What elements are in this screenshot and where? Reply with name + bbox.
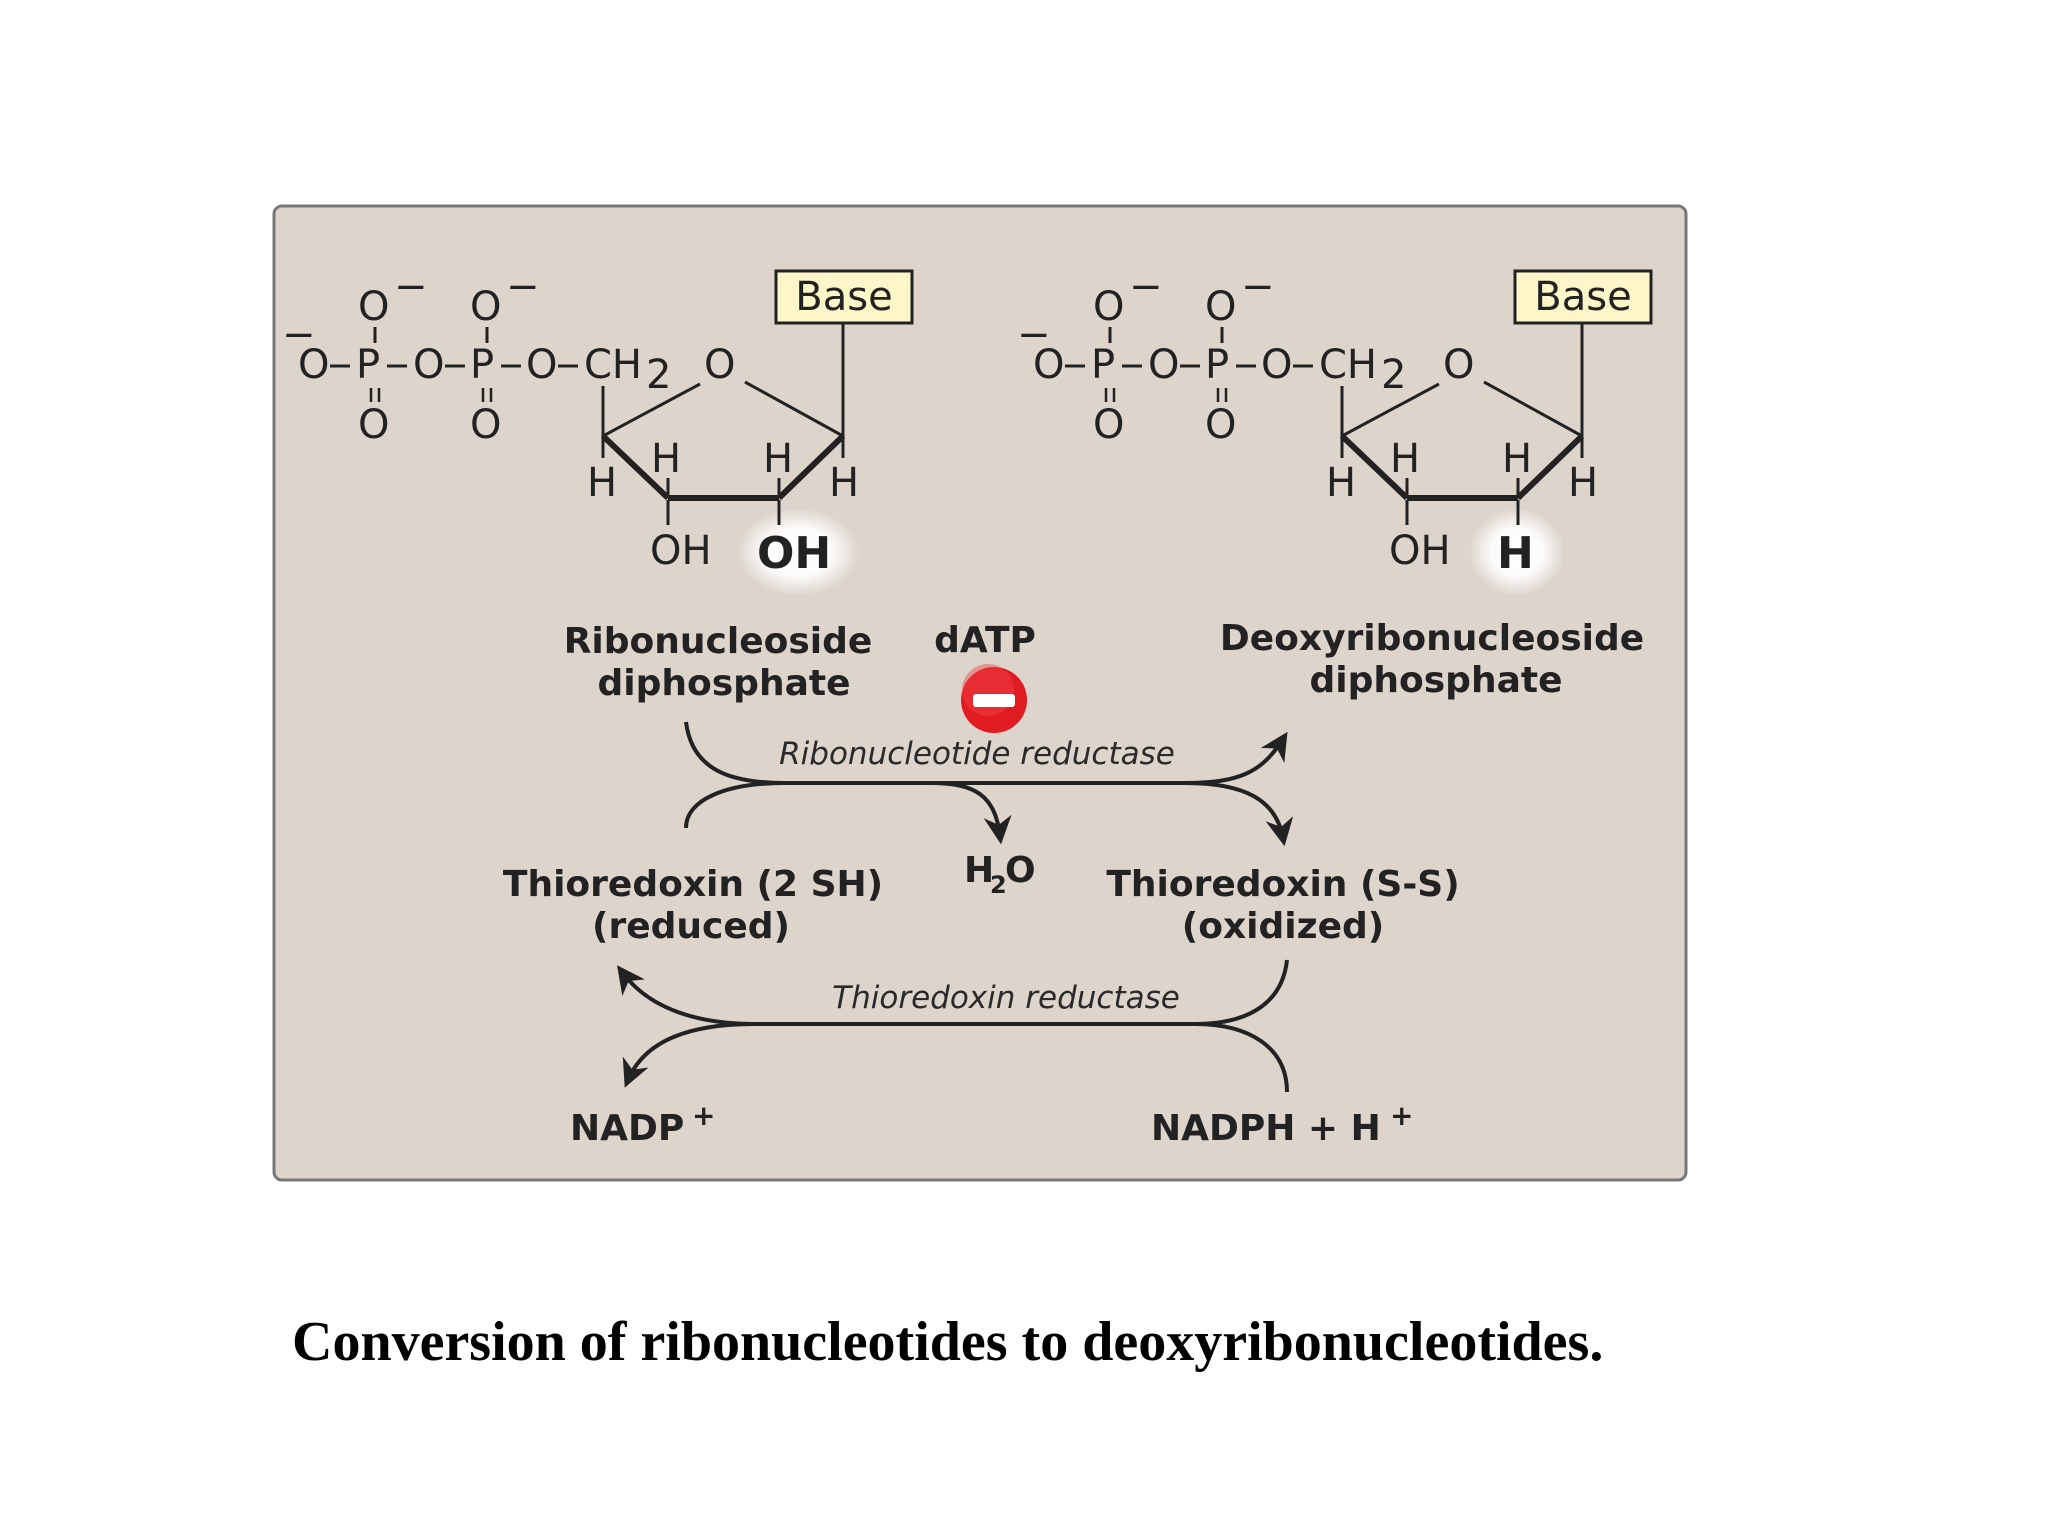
oxygen-label: O — [413, 342, 444, 388]
hydroxyl-3-label: OH — [650, 528, 712, 574]
hydrogen-label: H — [1390, 436, 1420, 482]
deoxyribonucleoside-name-line2: diphosphate — [1310, 660, 1563, 701]
hydroxyl-2-highlight-label: OH — [757, 528, 831, 579]
base-box — [1513, 269, 1653, 325]
water-label: H 2 O — [964, 850, 1036, 899]
svg-text:O: O — [1005, 850, 1036, 891]
phosphorus-label: P — [1091, 342, 1115, 388]
base-label: Base — [795, 274, 892, 320]
thioredoxin-reduced-line2: (reduced) — [592, 906, 790, 947]
minus-superscript: − — [1017, 312, 1051, 358]
oxygen-label: O — [1033, 342, 1064, 388]
deoxyribonucleoside-structure: O − O − − O P O P O CH 2 O O O H H — [1017, 264, 1653, 596]
thioredoxin-reductase-label: Thioredoxin reductase — [832, 980, 1180, 1016]
phosphorus-label: P — [1205, 342, 1229, 388]
minus-superscript: − — [1129, 264, 1163, 310]
minus-superscript: − — [506, 264, 540, 310]
inhibition-minus-icon — [961, 664, 1027, 733]
ribonucleotide-reductase-arrows — [684, 721, 1294, 847]
thioredoxin-reduced-line1: Thioredoxin (2 SH) — [503, 864, 883, 905]
o-minus-label: O — [358, 284, 389, 330]
hydrogen-label: H — [1502, 436, 1532, 482]
thioredoxin-reductase-arrows — [617, 959, 1289, 1093]
svg-text:NADPH + H: NADPH + H — [1151, 1108, 1381, 1149]
o-minus-label: O — [1093, 284, 1124, 330]
hydrogen-label: H — [763, 436, 793, 482]
oxygen-label: O — [1205, 402, 1236, 448]
hydroxyl-3-label: OH — [1389, 528, 1451, 574]
subscript-2: 2 — [1381, 352, 1406, 398]
svg-text:NADP: NADP — [570, 1108, 684, 1149]
oxygen-label: O — [358, 402, 389, 448]
hydrogen-label: H — [829, 460, 859, 506]
thioredoxin-oxidized-line2: (oxidized) — [1182, 906, 1384, 947]
ribonucleoside-name-line2: diphosphate — [598, 663, 851, 704]
minus-superscript: − — [1241, 264, 1275, 310]
oxygen-label: O — [1148, 342, 1179, 388]
minus-superscript: − — [394, 264, 428, 310]
phosphorus-label: P — [356, 342, 380, 388]
highlight-glow — [736, 508, 860, 596]
base-label: Base — [1534, 274, 1631, 320]
ribonucleoside-structure: O − O − − O P O P O CH 2 O O O H — [282, 264, 914, 596]
figure-caption: Conversion of ribonucleotides to deoxyri… — [292, 1311, 1604, 1373]
o-minus-label: O — [470, 284, 501, 330]
subscript-2: 2 — [646, 352, 671, 398]
oxygen-label: O — [470, 402, 501, 448]
oxygen-label: O — [526, 342, 557, 388]
highlight-glow — [1469, 508, 1565, 596]
nadp-label: NADP + — [570, 1099, 715, 1149]
hydrogen-label: H — [587, 460, 617, 506]
hydrogen-label: H — [1326, 460, 1356, 506]
ribonucleotide-reductase-label: Ribonucleotide reductase — [779, 736, 1175, 772]
ring-oxygen-label: O — [704, 342, 735, 388]
oxygen-label: O — [1093, 402, 1124, 448]
ch2-label: CH — [1319, 342, 1377, 388]
base-box — [774, 269, 914, 325]
ring-oxygen-label: O — [1443, 342, 1474, 388]
hydrogen-label: H — [651, 436, 681, 482]
deoxyribonucleoside-name-line1: Deoxyribonucleoside — [1220, 618, 1644, 659]
datp-inhibitor-label: dATP — [934, 620, 1036, 661]
svg-text:+: + — [1390, 1099, 1413, 1132]
minus-superscript: − — [282, 312, 316, 358]
svg-text:H: H — [964, 850, 994, 891]
o-minus-label: O — [1205, 284, 1236, 330]
hydrogen-label: H — [1568, 460, 1598, 506]
phosphorus-label: P — [470, 342, 494, 388]
thioredoxin-oxidized-line1: Thioredoxin (S-S) — [1106, 864, 1459, 905]
oxygen-label: O — [1261, 342, 1292, 388]
oxygen-label: O — [298, 342, 329, 388]
hydrogen-2-highlight-label: H — [1497, 528, 1534, 579]
ribonucleoside-name-line1: Ribonucleoside — [564, 621, 873, 662]
ch2-label: CH — [584, 342, 642, 388]
svg-text:2: 2 — [990, 871, 1007, 899]
nadph-label: NADPH + H + — [1151, 1099, 1413, 1149]
svg-text:+: + — [692, 1099, 715, 1132]
